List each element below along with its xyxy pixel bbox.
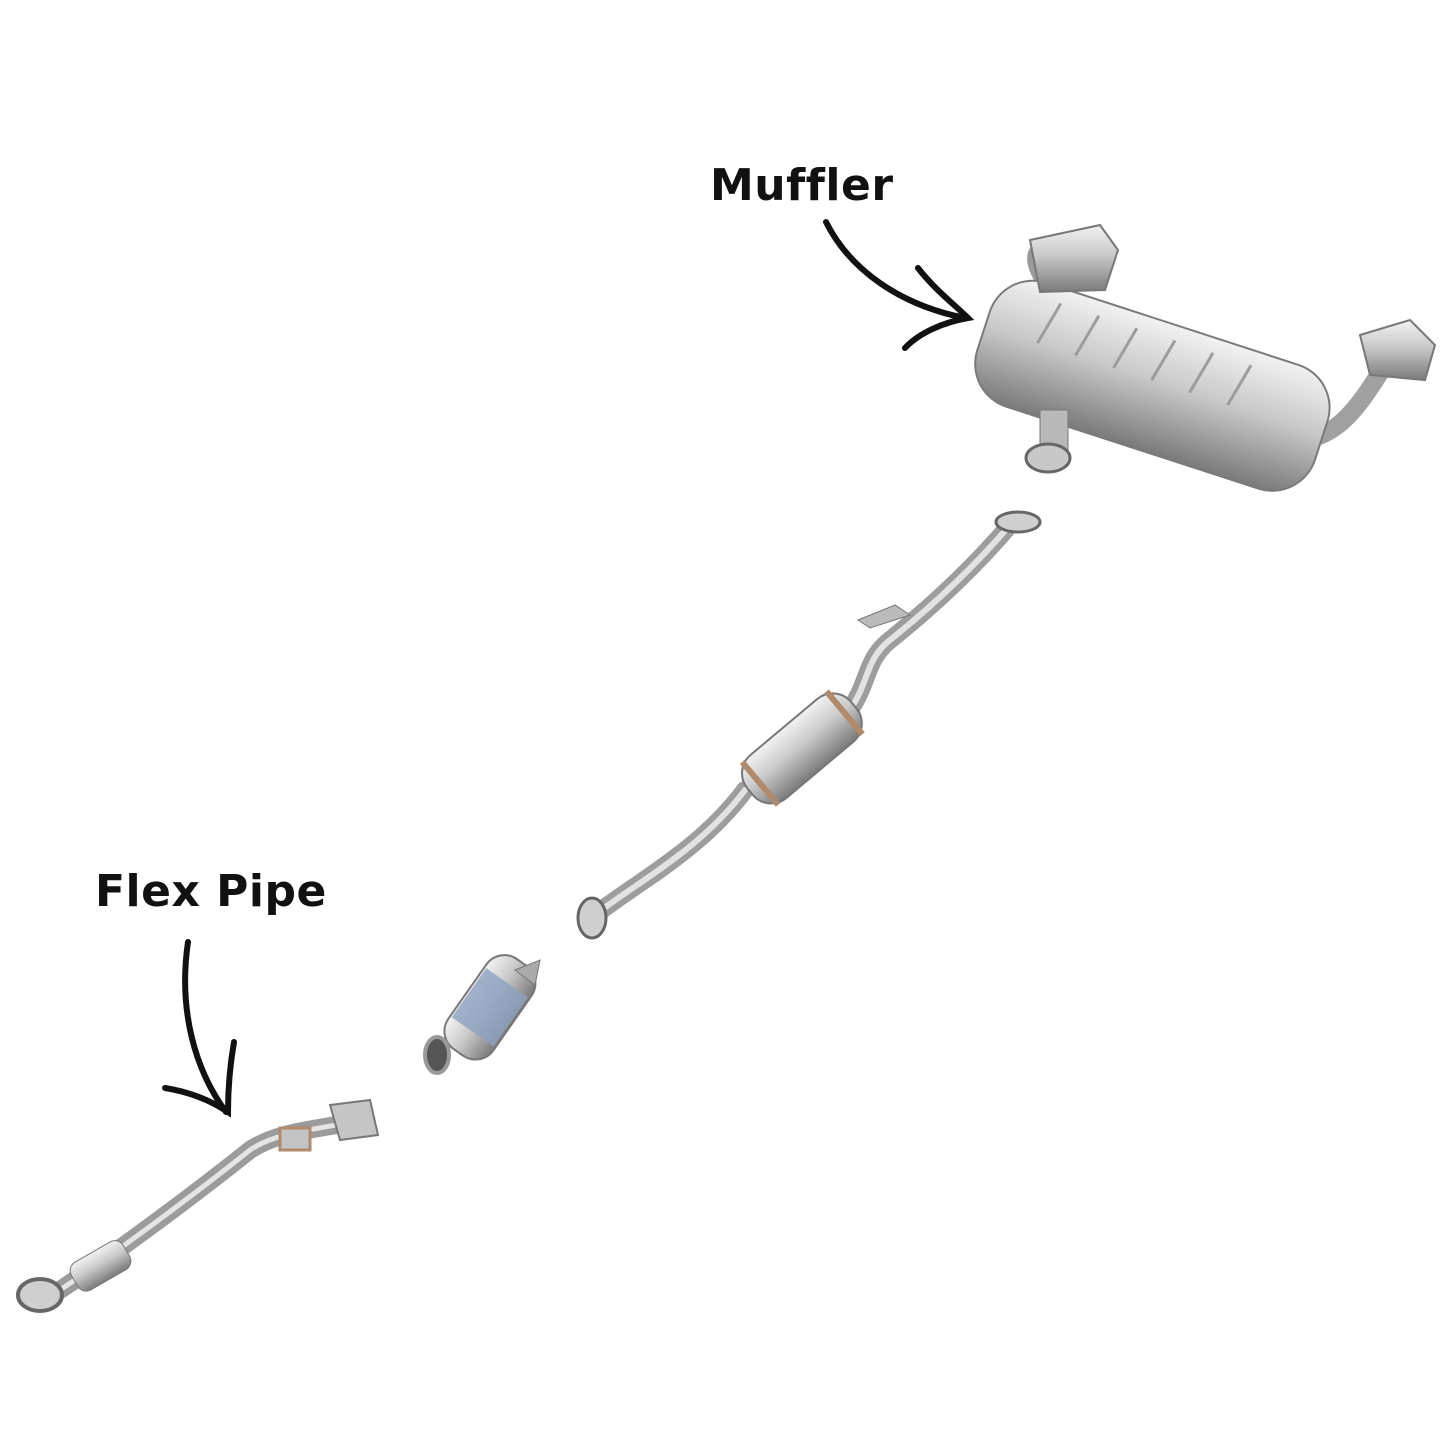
- muffler-label: Muffler: [710, 160, 894, 211]
- flex-pipe-arrow-icon: [162, 939, 237, 1118]
- flex-pipe-part: [16, 1098, 380, 1313]
- mid-pipe-part: [576, 510, 1042, 940]
- muffler-part: [974, 223, 1437, 492]
- catalytic-converter-part: [423, 954, 541, 1075]
- flex-pipe-label: Flex Pipe: [95, 866, 327, 917]
- muffler-arrow-icon: [823, 219, 975, 351]
